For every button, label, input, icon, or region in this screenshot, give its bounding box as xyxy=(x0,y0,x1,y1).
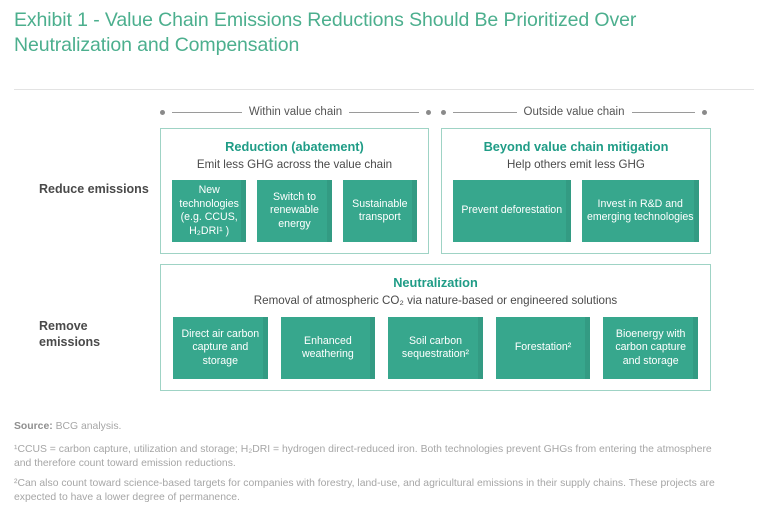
axis-line xyxy=(349,111,420,113)
axis-line xyxy=(172,111,242,113)
tile-label: Enhanced weathering xyxy=(301,334,354,361)
row-label-reduce-emissions: Reduce emissions xyxy=(39,182,149,196)
tile-soil-carbon-sequestration[interactable]: Soil carbon sequestration² xyxy=(388,317,483,379)
tile-label: Invest in R&D and emerging technologies xyxy=(586,197,694,224)
footnote-2: ²Can also count toward science-based tar… xyxy=(14,478,715,503)
tile-sustainable-transport[interactable]: Sustainable transport xyxy=(342,180,418,242)
tile-label: Bioenergy with carbon capture and storag… xyxy=(615,327,686,367)
tile-group-reduction: New technologies (e.g. CCUS, H₂DRI¹ ) Sw… xyxy=(172,180,418,242)
tile-forestation[interactable]: Forestation² xyxy=(495,317,591,379)
tile-label: Soil carbon sequestration² xyxy=(401,334,470,361)
scope-axis: Within value chain Outside value chain xyxy=(0,101,768,123)
panel-title-bvcm: Beyond value chain mitigation xyxy=(483,139,669,154)
tile-bioenergy-with-carbon-capture-and-storage[interactable]: Bioenergy with carbon capture and storag… xyxy=(603,317,698,379)
axis-dot-icon xyxy=(441,109,446,115)
footnote-source-text: BCG analysis. xyxy=(55,421,122,432)
footnote-source: Source: BCG analysis. xyxy=(14,420,729,434)
tile-new-technologies[interactable]: New technologies (e.g. CCUS, H₂DRI¹ ) xyxy=(172,180,247,242)
scope-label-within: Within value chain xyxy=(248,106,343,118)
tile-label: Prevent deforestation xyxy=(461,204,563,217)
axis-dot-icon xyxy=(160,109,165,115)
tile-direct-air-carbon-capture-and-storage[interactable]: Direct air carbon capture and storage xyxy=(173,317,268,379)
scope-group-within: Within value chain xyxy=(160,101,432,123)
tile-group-bvcm: Prevent deforestation Invest in R&D and … xyxy=(453,180,699,242)
tile-enhanced-weathering[interactable]: Enhanced weathering xyxy=(280,317,376,379)
panel-subtitle-bvcm: Help others emit less GHG xyxy=(507,158,645,171)
panel-subtitle-reduction: Emit less GHG across the value chain xyxy=(196,158,393,171)
tile-group-neutralization: Direct air carbon capture and storage En… xyxy=(173,317,698,379)
row-label-remove-emissions: Remove emissions xyxy=(39,319,101,349)
tile-label: New technologies (e.g. CCUS, H₂DRI¹ ) xyxy=(179,184,239,237)
axis-line xyxy=(631,111,696,113)
tile-prevent-deforestation[interactable]: Prevent deforestation xyxy=(453,180,571,242)
scope-group-outside: Outside value chain xyxy=(441,101,708,123)
tile-invest-in-rd[interactable]: Invest in R&D and emerging technologies xyxy=(581,180,699,242)
footnote-1: ¹CCUS = carbon capture, utilization and … xyxy=(14,444,712,469)
panel-reduction: Reduction (abatement) Emit less GHG acro… xyxy=(160,128,429,254)
footnote-source-label: Source: xyxy=(14,421,53,432)
tile-label: Forestation² xyxy=(514,341,572,354)
panel-beyond-value-chain-mitigation: Beyond value chain mitigation Help other… xyxy=(441,128,711,254)
scope-label-outside: Outside value chain xyxy=(523,106,625,118)
panel-neutralization: Neutralization Removal of atmospheric CO… xyxy=(160,264,711,391)
panel-title-reduction: Reduction (abatement) xyxy=(225,139,364,154)
page-title: Exhibit 1 - Value Chain Emissions Reduct… xyxy=(14,9,637,56)
axis-dot-icon xyxy=(426,109,432,115)
tile-label: Sustainable transport xyxy=(352,197,408,224)
axis-dot-icon xyxy=(702,109,708,115)
panel-subtitle-neutralization: Removal of atmospheric CO₂ via nature-ba… xyxy=(253,294,618,307)
tile-switch-to-renewable-energy[interactable]: Switch to renewable energy xyxy=(257,180,332,242)
panel-title-neutralization: Neutralization xyxy=(393,275,478,290)
tile-label: Direct air carbon capture and storage xyxy=(181,327,260,367)
axis-line xyxy=(453,111,517,113)
tile-label: Switch to renewable energy xyxy=(270,190,319,230)
header-divider xyxy=(14,89,754,90)
